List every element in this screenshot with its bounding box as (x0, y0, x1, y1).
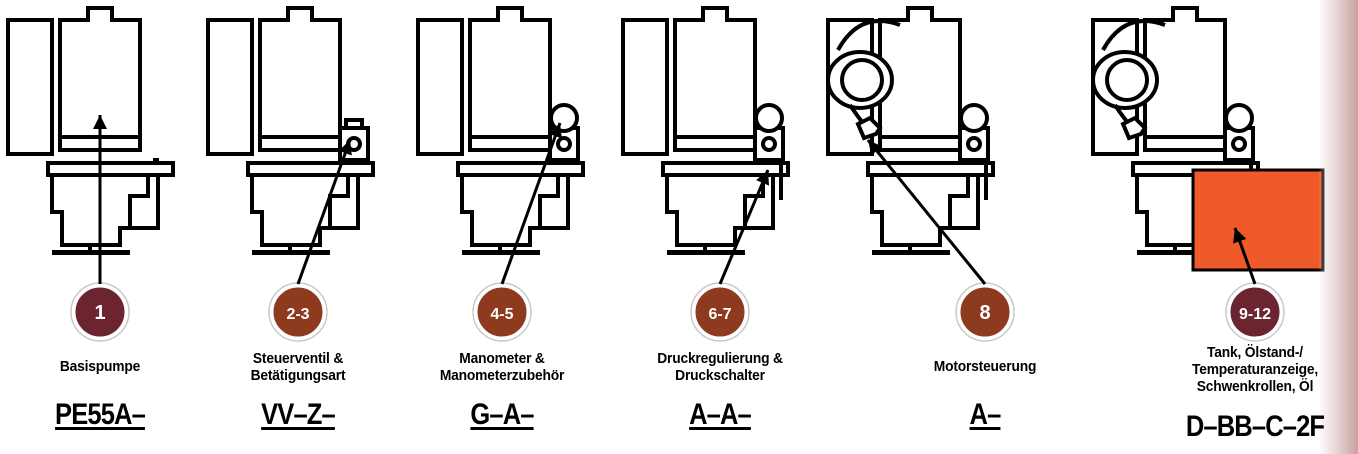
motor-plug (855, 115, 883, 141)
pump-illustration-3 (416, 6, 585, 255)
order-code: D–BB–C–2F (1170, 410, 1340, 444)
valve-port (966, 136, 982, 152)
order-code: A– (900, 398, 1070, 432)
step-label-line: Manometerzubehör (439, 367, 565, 384)
step-badge-5 (957, 284, 1013, 340)
base-foot (252, 250, 330, 255)
step-arrow-5 (866, 139, 987, 285)
step-label-line: Steuerventil & (252, 350, 344, 367)
step-label: Manometer &Manometerzubehör (410, 350, 594, 384)
lower-housing (250, 173, 350, 247)
reservoir-block (416, 18, 464, 156)
tank (1191, 168, 1325, 272)
motor-plug (1120, 115, 1148, 141)
step-number-3: 4-5 (490, 306, 513, 323)
order-code: A–A– (635, 398, 805, 432)
pump-illustration-6 (1091, 6, 1325, 272)
base-foot (872, 250, 950, 255)
pump-illustration-2 (206, 6, 375, 255)
order-code: G–A– (417, 398, 587, 432)
order-code-text: A– (969, 398, 1002, 431)
motor-coil-inner (840, 58, 884, 102)
return-line (950, 173, 980, 230)
pump-illustration-4 (621, 6, 790, 255)
pressure-gauge (754, 103, 784, 133)
step-arrow-2 (296, 139, 352, 285)
step-label-line: Schwenkrollen, Öl (1196, 378, 1314, 395)
reservoir-block (206, 18, 254, 156)
valve-port (761, 136, 777, 152)
step-label-line: Basispumpe (59, 358, 141, 375)
base-foot (1137, 250, 1215, 255)
step-label: Druckregulierung &Druckschalter (628, 350, 812, 384)
order-code-text: G–A– (470, 398, 534, 431)
step-number-6: 9-12 (1239, 306, 1271, 323)
step-label-line: Temperaturanzeige, (1191, 361, 1319, 378)
motor-coil-inner (1105, 58, 1149, 102)
order-code-text: PE55A– (55, 398, 146, 431)
step-label-line: Manometer & (459, 350, 545, 367)
step-number-1: 1 (94, 302, 105, 324)
step-badge-6 (1227, 284, 1283, 340)
return-line (540, 173, 570, 230)
step-badge-1 (72, 284, 128, 340)
step-number-2: 2-3 (286, 306, 309, 323)
step-arrowhead-4 (756, 170, 770, 186)
base-foot (52, 250, 130, 255)
reservoir-block (6, 18, 54, 156)
return-line (330, 173, 360, 230)
order-code: VV–Z– (213, 398, 383, 432)
step-badge-2 (270, 284, 326, 340)
pressure-line (978, 158, 988, 200)
order-code-text: D–BB–C–2F (1185, 410, 1325, 443)
base-foot (462, 250, 540, 255)
step-arrow-3 (500, 122, 562, 285)
plate-bolt (153, 158, 159, 164)
pressure-line (773, 158, 783, 200)
reservoir-block (621, 18, 669, 156)
step-label: Motorsteuerung (893, 358, 1077, 375)
valve-cap (344, 118, 364, 130)
step-arrowhead-2 (338, 140, 352, 156)
step-number-5: 8 (979, 302, 990, 324)
step-badge-3 (474, 284, 530, 340)
step-arrowhead-6 (1233, 228, 1247, 244)
step-number-4: 6-7 (708, 306, 731, 323)
step-label-line: Betätigungsart (250, 367, 346, 384)
step-badge-4 (692, 284, 748, 340)
step-arrowhead-1 (93, 115, 107, 129)
base-foot (667, 250, 745, 255)
order-code-text: A–A– (689, 398, 752, 431)
step-label-line: Tank, Ölstand-/ (1207, 344, 1303, 361)
step-arrowhead-3 (548, 123, 562, 139)
step-label: Tank, Ölstand-/Temperaturanzeige,Schwenk… (1163, 344, 1347, 395)
step-arrowhead-5 (868, 140, 883, 156)
step-label-line: Druckregulierung & (657, 350, 783, 367)
valve-port (556, 136, 572, 152)
pressure-gauge (959, 103, 989, 133)
step-label: Basispumpe (8, 358, 192, 375)
step-arrow-4 (718, 169, 770, 285)
step-label-line: Druckschalter (675, 367, 765, 384)
pressure-gauge (549, 103, 579, 133)
lower-housing (665, 173, 765, 247)
step-label-line: Motorsteuerung (933, 358, 1037, 375)
valve-port (1231, 136, 1247, 152)
pressure-gauge (1224, 103, 1254, 133)
order-code-text: VV–Z– (261, 398, 336, 431)
pump-illustration-5 (826, 6, 995, 255)
return-line (130, 173, 160, 230)
order-code: PE55A– (15, 398, 185, 432)
page-edge-shadow (1318, 0, 1358, 454)
step-6: Tank, Ölstand-/Temperaturanzeige,Schwenk… (1155, 0, 1355, 454)
step-label: Steuerventil &Betätigungsart (206, 350, 390, 384)
